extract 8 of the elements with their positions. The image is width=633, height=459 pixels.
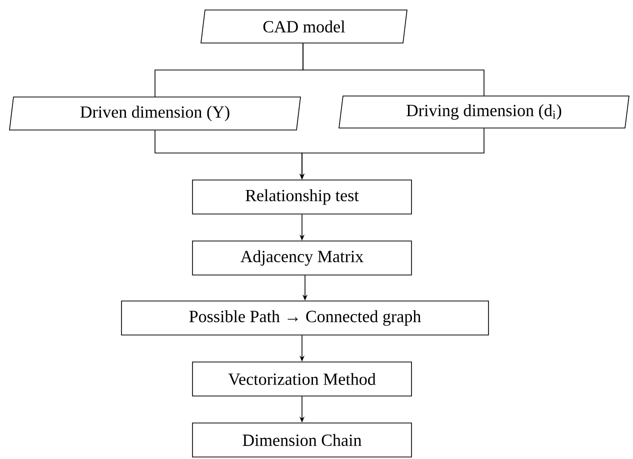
parallelogram-box: Driven dimension (Y) bbox=[9, 96, 301, 130]
process-box: Dimension Chain bbox=[192, 422, 412, 458]
parallelogram-box: Driving dimension (d$_{i}$) bbox=[338, 96, 630, 128]
process-box: Vectorization Method bbox=[192, 362, 412, 396]
process-box: Possible Path → Connected graph bbox=[121, 300, 489, 336]
process-box: Adjacency Matrix bbox=[192, 240, 412, 276]
parallelogram-box: CAD model bbox=[200, 10, 408, 44]
process-box: Relationship test bbox=[192, 180, 412, 214]
